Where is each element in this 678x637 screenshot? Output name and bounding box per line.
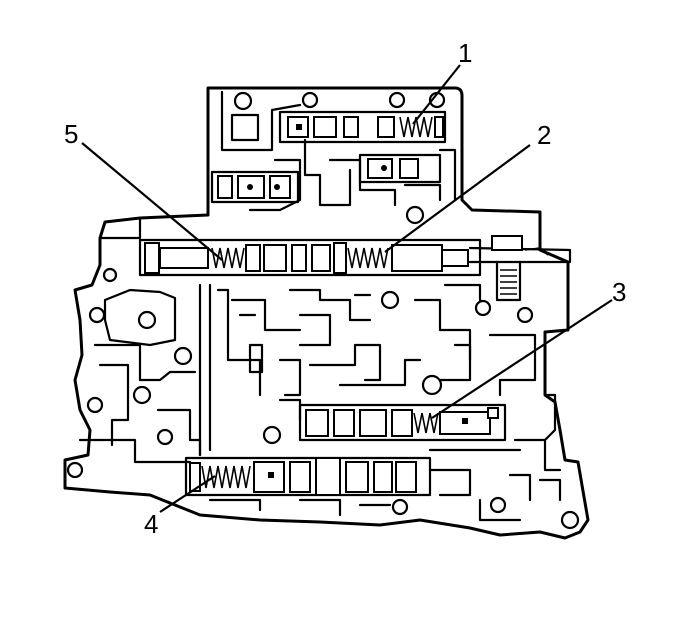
upper-left-valve: [210, 170, 300, 204]
leader-3: [431, 299, 613, 419]
callout-5: 5: [64, 119, 78, 149]
callout-2: 2: [537, 120, 551, 150]
fluid-passages: [78, 90, 562, 522]
callout-1: 1: [458, 38, 472, 68]
valve-3-assembly: [298, 403, 507, 442]
leader-1: [412, 64, 461, 125]
valve-4-assembly: [184, 456, 432, 497]
leader-lines: [81, 64, 613, 513]
bolt-holes: [66, 91, 580, 530]
leader-4: [159, 475, 216, 513]
callout-labels: 1 2 3 4 5: [64, 38, 626, 539]
valve-2-and-5-assembly: [138, 235, 572, 302]
leader-5: [81, 142, 223, 261]
callout-4: 4: [144, 509, 158, 539]
leader-2: [384, 144, 531, 253]
callout-3: 3: [612, 277, 626, 307]
valve-1-assembly: [278, 110, 447, 184]
